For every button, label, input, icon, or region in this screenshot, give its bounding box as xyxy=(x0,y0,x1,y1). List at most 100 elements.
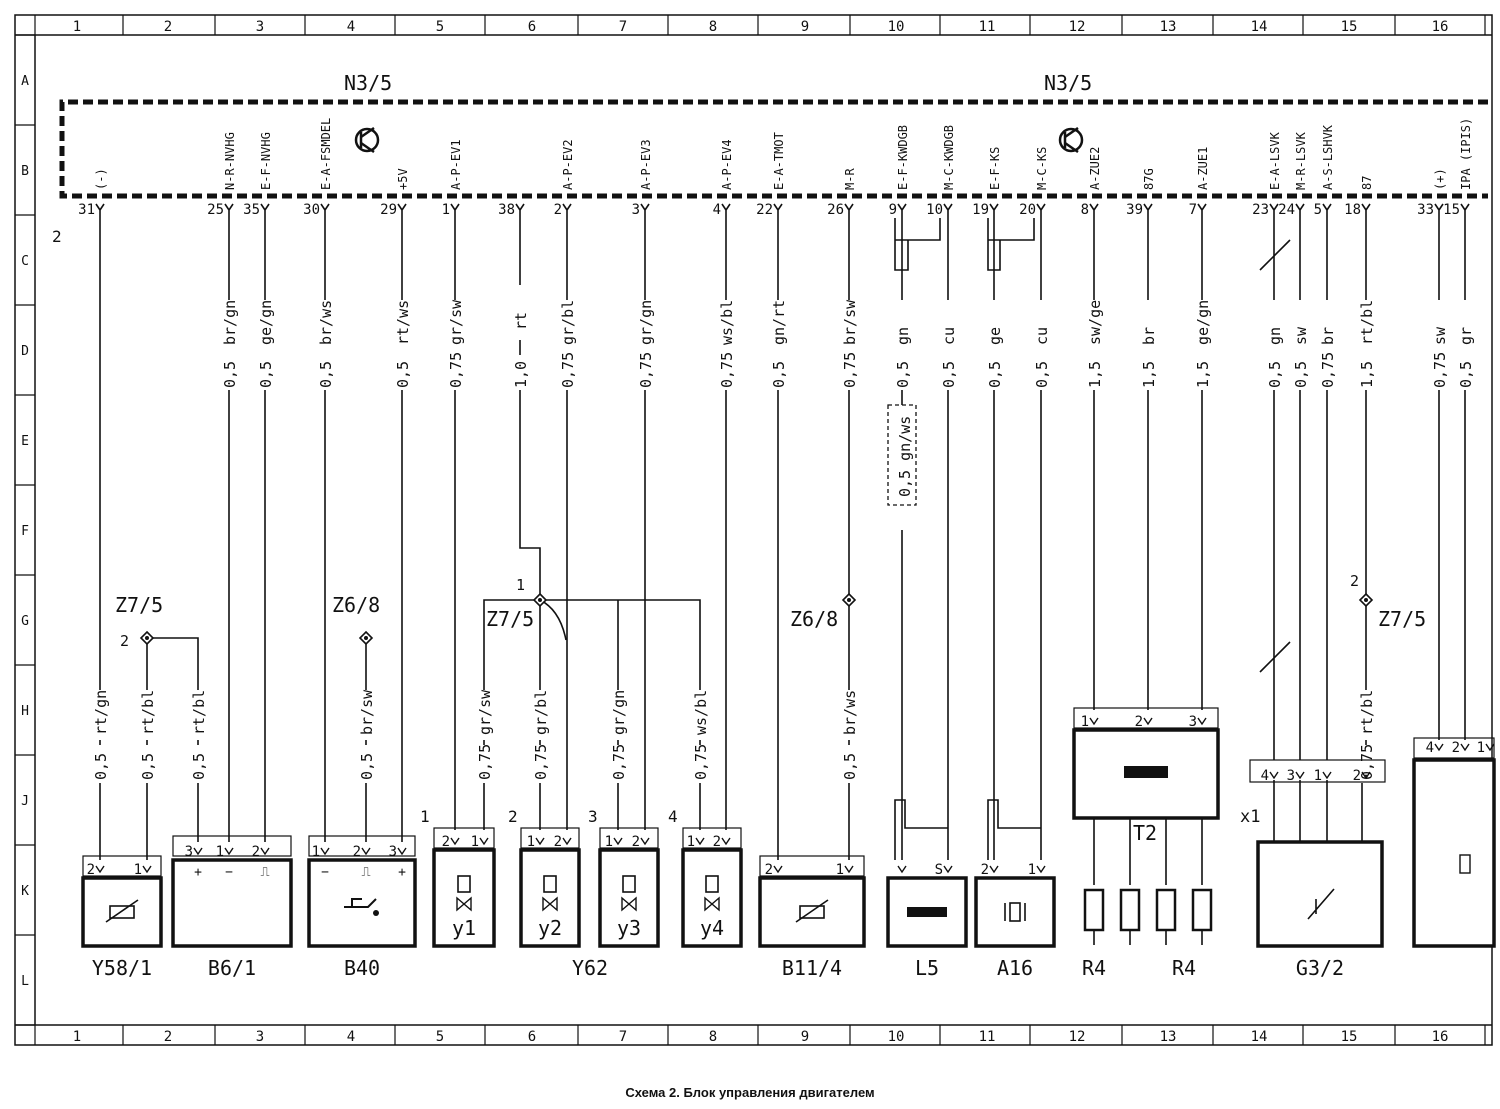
wire-color: ge/gn xyxy=(1194,300,1212,345)
connector-pin: 4 xyxy=(1426,740,1434,756)
wire-label: sw0,75 xyxy=(1430,300,1449,390)
module-pin: 20M-C-KS xyxy=(1019,147,1049,218)
pin-number: 31 xyxy=(78,202,95,218)
connector-pin: 3 xyxy=(389,844,397,860)
pin-number: 23 xyxy=(1252,202,1269,218)
module-pin: 7A-ZUE1 xyxy=(1189,147,1210,218)
splice-point: Z6/8 xyxy=(790,592,857,631)
row-letter: K xyxy=(21,884,29,899)
component-index: 1 xyxy=(420,807,430,826)
module-pin: 9E-F-KWDGB xyxy=(889,125,910,218)
column-number: 1 xyxy=(73,19,81,35)
wire-color: rt/bl xyxy=(139,690,157,735)
wire-size: 0,75 xyxy=(1319,352,1337,388)
pin-signal-label: N-R-NVHG xyxy=(223,132,237,190)
wire-size: 0,5 xyxy=(317,361,335,388)
diagram-caption: Схема 2. Блок управления двигателем xyxy=(625,1085,875,1100)
pin-symbol: + xyxy=(398,865,406,880)
wire-size: 0,5 xyxy=(1457,361,1475,388)
control-unit-outline xyxy=(59,99,1488,199)
wire-size: 0,5 xyxy=(92,753,110,780)
wire-color: gr/sw xyxy=(476,689,494,735)
module-pins: 31(-)25N-R-NVHG35E-F-NVHG30E-A-FSMDEL29+… xyxy=(78,118,1473,218)
module-pin: 33(+) xyxy=(1417,168,1447,218)
wire-size: 1,5 xyxy=(1086,361,1104,388)
connector-pin: 3 xyxy=(1189,714,1197,730)
wire-color: rt xyxy=(512,312,530,330)
column-number: 16 xyxy=(1432,19,1449,35)
splice-point: Z7/51 xyxy=(486,576,548,631)
column-number: 6 xyxy=(528,1029,536,1045)
module-label-left: N3/5 xyxy=(344,71,392,95)
pin-signal-label: +5V xyxy=(396,168,410,190)
wire-size: 0,75 xyxy=(476,744,494,780)
wire-color: ws/bl xyxy=(718,300,736,345)
row-letter: D xyxy=(21,344,29,359)
transistor-symbol xyxy=(1058,126,1084,154)
wire-size: 0,5 xyxy=(139,753,157,780)
wire-size: 0,5 xyxy=(1266,361,1284,388)
row-letter: C xyxy=(21,254,29,269)
pin-number: 9 xyxy=(889,202,897,218)
wire-color: gr/gn xyxy=(610,690,628,735)
connector-pin: 1 xyxy=(605,834,613,850)
component-id: B6/1 xyxy=(208,956,256,980)
connector-pin: 1 xyxy=(312,844,320,860)
wire-size: 0,5 xyxy=(770,361,788,388)
module-pin: 19E-F-KS xyxy=(972,147,1002,218)
wire-size: 0,75 xyxy=(692,744,710,780)
wire-label: cu0,5 xyxy=(1032,300,1051,390)
column-number: 5 xyxy=(436,19,444,35)
wire-color: br/sw xyxy=(841,299,859,345)
pin-signal-label: A-ZUE2 xyxy=(1088,147,1102,190)
wire-color: gr/sw xyxy=(447,299,465,345)
row-letter: A xyxy=(21,74,29,89)
wire-labels-upper: br/gn0,5ge/gn0,5br/ws0,5rt/ws0,5gr/sw0,7… xyxy=(220,285,1475,390)
row-letter: J xyxy=(21,794,29,809)
connector-pin: 3 xyxy=(185,844,193,860)
connector-pin: 1 xyxy=(1028,862,1036,878)
connector-pin: 2 xyxy=(353,844,361,860)
connector-pin: 1 xyxy=(836,862,844,878)
component-id: y2 xyxy=(538,916,562,940)
pin-number: 24 xyxy=(1278,202,1295,218)
wire-color: gn xyxy=(894,327,912,345)
shield-label: 0,5 gn/ws xyxy=(896,416,914,497)
module-pin: 23E-A-LSVK xyxy=(1252,131,1282,218)
connector-pin: 2 xyxy=(252,844,260,860)
wire-size: 0,5 xyxy=(394,361,412,388)
column-number: 10 xyxy=(888,19,905,35)
component-index: 2 xyxy=(508,807,518,826)
pin-signal-label: 87 xyxy=(1360,176,1374,190)
wire-size: 0,75 xyxy=(1358,744,1376,780)
wire-label: gr/gn0,75 xyxy=(609,690,628,783)
wire-color: br xyxy=(1140,327,1158,345)
pin-number: 30 xyxy=(303,202,320,218)
sheet-marker: 2 xyxy=(52,227,62,246)
pin-symbol: + xyxy=(194,865,202,880)
wire-label: rt/bl 0,5 xyxy=(138,690,157,783)
row-letter: B xyxy=(21,164,29,179)
wire-label: cu0,5 xyxy=(939,300,958,390)
module-pin: 31(-) xyxy=(78,168,108,218)
wire-color: cu xyxy=(1033,327,1051,345)
wire-size: 1,5 xyxy=(1140,361,1158,388)
wire-color: br/sw xyxy=(358,689,376,735)
wire-label: gn0,5 xyxy=(1265,300,1284,390)
component-id: A16 xyxy=(997,956,1033,980)
connector-pin: 2 xyxy=(554,834,562,850)
pin-number: 10 xyxy=(926,202,943,218)
wire-size: 0,5 xyxy=(940,361,958,388)
pin-symbol: − xyxy=(321,865,329,880)
column-number: 4 xyxy=(347,19,355,35)
connector-pin: 1 xyxy=(134,862,142,878)
